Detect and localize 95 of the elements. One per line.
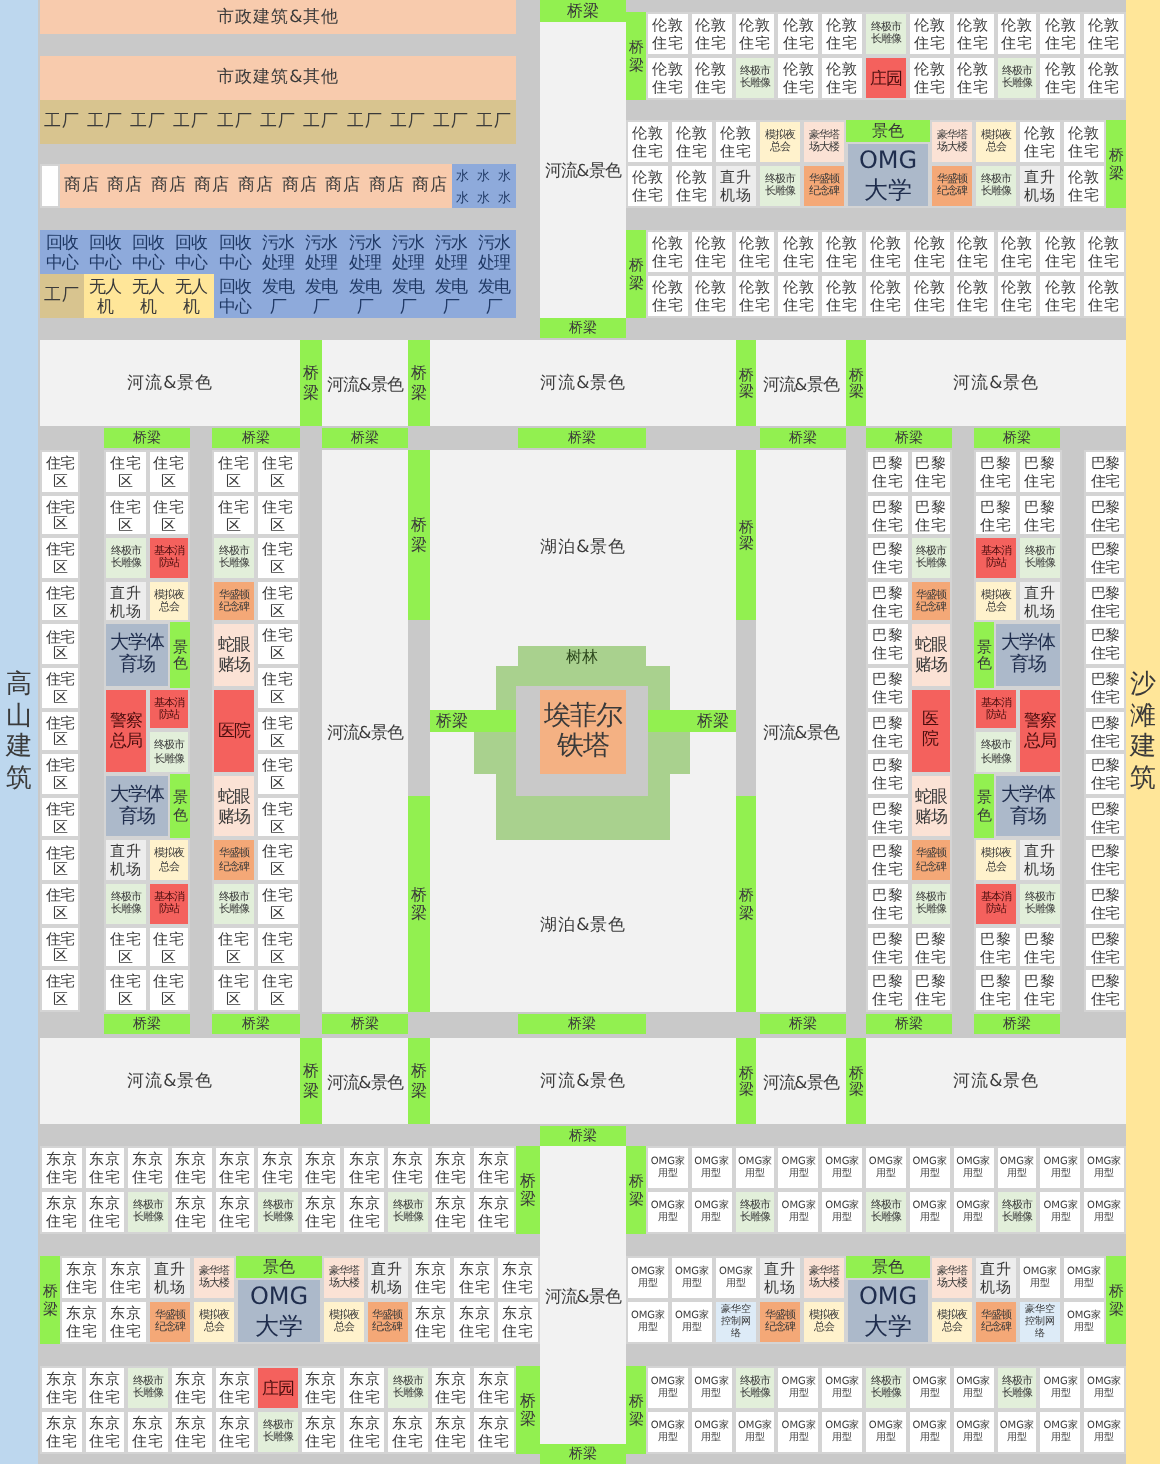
zone-band: 高山建筑 [0, 0, 38, 1464]
building-tile: 发电厂 [386, 274, 430, 318]
building-tile: 医院 [212, 687, 256, 774]
river-area: 河流&景色 [756, 450, 846, 1012]
river-area: 河流&景色 [540, 1146, 626, 1444]
building-tile: OMG大学 [236, 1278, 322, 1344]
building-tile: 发电厂 [342, 274, 387, 318]
building-tile: 污水处理 [342, 230, 387, 274]
building-tile: 商店 [147, 164, 191, 208]
building-tile: 警察总局 [104, 687, 147, 774]
bridge-tile: 桥梁 [408, 1038, 430, 1124]
river-area: 河流&景色 [756, 340, 846, 426]
building-band: 市政建筑&其他 [40, 56, 516, 100]
building-tile: 回收中心 [126, 230, 170, 274]
river-area: 河流&景色 [322, 1038, 408, 1124]
tree-area [474, 646, 690, 840]
building-tile: 警察总局 [1018, 687, 1062, 774]
building-tile: 工厂 [40, 274, 84, 318]
building-tile: 大学体育场 [104, 774, 170, 839]
river-area: 河流&景色 [322, 340, 408, 426]
building-tile: 无人机 [169, 274, 214, 318]
building-tile: 商店 [321, 164, 365, 208]
building-tile: 发电厂 [256, 274, 300, 318]
bridge-tile: 桥梁 [300, 1038, 322, 1124]
building-tile: 污水处理 [386, 230, 430, 274]
building-tile: 工厂 [386, 100, 430, 144]
building-tile: 工厂 [342, 100, 387, 144]
building-band: 市政建筑&其他 [40, 0, 516, 34]
bridge-tile: 桥梁 [690, 710, 736, 732]
park-tile: 景色 [846, 1256, 930, 1278]
building-tile: 回收中心 [83, 230, 127, 274]
building-tile: 商店 [277, 164, 322, 208]
river-area: 河流&景色 [540, 22, 626, 318]
empty-tile [40, 164, 60, 208]
bridge-tile: 桥梁 [516, 1146, 540, 1234]
building-tile: 发电厂 [429, 274, 473, 318]
bridge-tile: 桥梁 [430, 710, 474, 732]
area-label: 树林 [564, 648, 600, 668]
building-tile: 污水处理 [299, 230, 343, 274]
river-area: 河流&景色 [430, 340, 736, 426]
building-tile: 商店 [408, 164, 452, 208]
building-tile: 庄园 [256, 1366, 300, 1410]
building-tile: 回收中心 [213, 274, 257, 318]
building-tile: 大学体育场 [994, 774, 1062, 839]
building-tile: 污水处理 [472, 230, 516, 274]
park-tile: 景色 [846, 120, 930, 142]
building-tile: 商店 [190, 164, 235, 208]
building-tile: 发电厂 [472, 274, 516, 318]
building-tile: 工厂 [256, 100, 300, 144]
building-tile: 工厂 [299, 100, 343, 144]
river-area: 河流&景色 [866, 340, 1126, 426]
building-tile: 回收中心 [169, 230, 214, 274]
building-tile: 工厂 [472, 100, 516, 144]
building-tile: 蛇眼赌场 [212, 622, 256, 688]
building-tile: 大学体育场 [104, 622, 170, 688]
river-area: 河流&景色 [756, 1038, 846, 1124]
building-tile: 无人机 [83, 274, 127, 318]
building-tile: 工厂 [169, 100, 214, 144]
river-area: 河流&景色 [430, 1038, 736, 1124]
building-tile: 污水处理 [429, 230, 473, 274]
building-tile: 商店 [60, 164, 104, 208]
building-tile: 蛇眼赌场 [212, 774, 256, 839]
river-area: 河流&景色 [40, 340, 300, 426]
building-tile: OMG大学 [846, 142, 930, 208]
river-area: 河流&景色 [866, 1038, 1126, 1124]
bridge-tile: 桥梁 [408, 340, 430, 426]
building-tile: 发电厂 [299, 274, 343, 318]
river-area: 河流&景色 [322, 450, 408, 1012]
building-tile: 商店 [234, 164, 278, 208]
bridge-tile: 桥梁 [300, 340, 322, 426]
building-tile: 庄园 [864, 56, 908, 100]
building-tile: 回收中心 [40, 230, 84, 274]
building-tile: 蛇眼赌场 [909, 774, 952, 839]
bridge-tile: 桥梁 [408, 796, 430, 1012]
building-tile: 商店 [103, 164, 148, 208]
river-area: 河流&景色 [40, 1038, 300, 1124]
bridge-tile: 桥梁 [408, 450, 430, 620]
bridge-tile: 桥梁 [516, 1366, 540, 1454]
building-tile: 医院 [909, 687, 952, 774]
building-tile: 污水处理 [256, 230, 300, 274]
building-tile: 工厂 [83, 100, 127, 144]
bridge-tile: 桥梁 [540, 0, 626, 22]
building-tile: 大学体育场 [994, 622, 1062, 688]
zone-band: 沙滩建筑 [1126, 0, 1160, 1464]
park-tile: 景色 [236, 1256, 322, 1278]
building-tile: 工厂 [40, 100, 84, 144]
building-tile: 回收中心 [213, 230, 257, 274]
building-tile: 工厂 [213, 100, 257, 144]
landmark-tile: 埃菲尔铁塔 [540, 690, 626, 774]
building-tile: 工厂 [429, 100, 473, 144]
building-tile: 无人机 [126, 274, 170, 318]
building-tile: 蛇眼赌场 [909, 622, 952, 688]
building-tile: 工厂 [126, 100, 170, 144]
building-tile: 商店 [364, 164, 409, 208]
building-tile: OMG大学 [846, 1278, 930, 1344]
